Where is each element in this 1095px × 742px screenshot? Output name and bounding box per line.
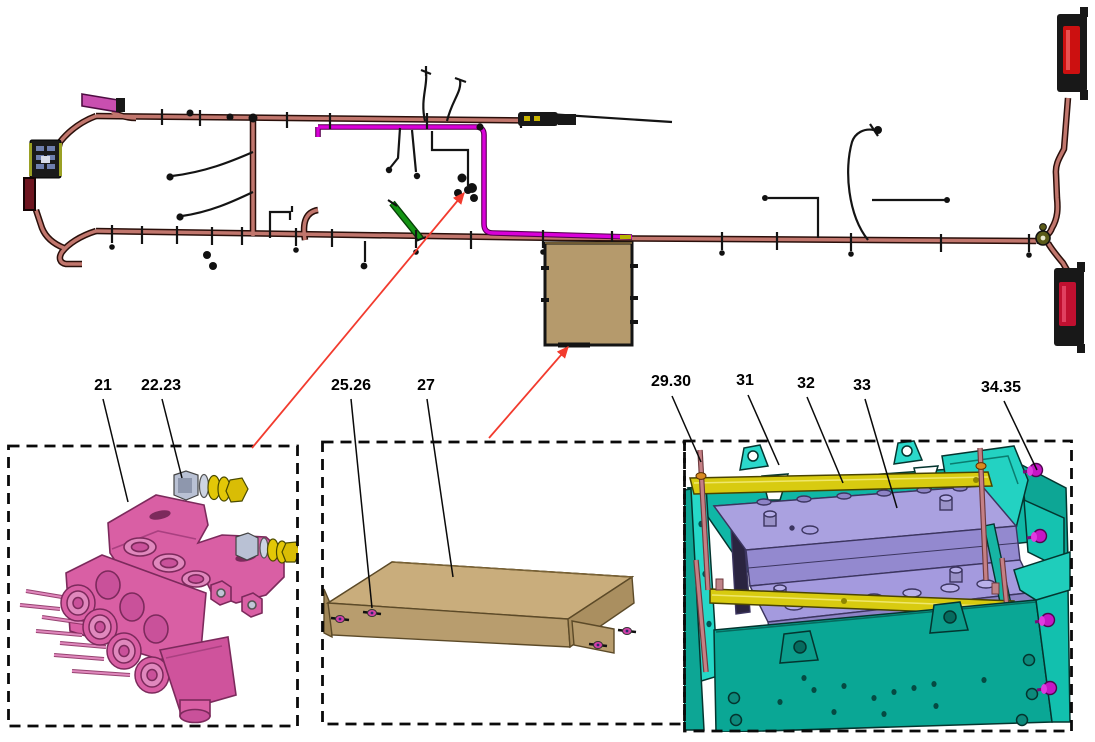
solenoid-valve-drawing <box>19 470 298 724</box>
battery-tray-drawing <box>684 440 1071 732</box>
valve-detail-box <box>8 445 298 727</box>
callout-31: 31 <box>736 372 754 389</box>
tail-lamp-lower <box>1054 262 1085 353</box>
highlight-wire <box>315 124 633 295</box>
ground-strap-wire <box>387 199 427 242</box>
callout-27: 27 <box>417 377 435 394</box>
callout-32: 32 <box>797 375 815 392</box>
horn <box>81 93 125 113</box>
left-lamp-unit <box>23 177 36 211</box>
cover-detail-box <box>322 441 685 725</box>
tail-lamp-upper <box>1057 7 1088 100</box>
battery-box-in-situ <box>541 241 638 348</box>
callout-34-35: 34.35 <box>980 379 1022 396</box>
ring-connector <box>1035 223 1051 246</box>
chassis-wiring-harness <box>23 7 1088 353</box>
callout-22-23: 22.23 <box>140 377 182 394</box>
callout-25-26: 25.26 <box>330 377 372 394</box>
reference-arrow-valve <box>251 191 465 449</box>
reference-arrow-cover <box>488 345 569 439</box>
branch-wires <box>51 66 1031 262</box>
battery-cover-drawing <box>323 561 637 654</box>
callout-21: 21 <box>94 377 112 394</box>
battery-tray-detail-box <box>684 440 1072 732</box>
cover-body <box>323 561 635 654</box>
inline-connector <box>518 112 576 126</box>
connector-blobs <box>109 109 1032 270</box>
callout-33: 33 <box>853 377 871 394</box>
reference-arrows <box>251 191 569 449</box>
callout-29-30: 29.30 <box>650 373 692 390</box>
ecu-module <box>29 139 62 179</box>
